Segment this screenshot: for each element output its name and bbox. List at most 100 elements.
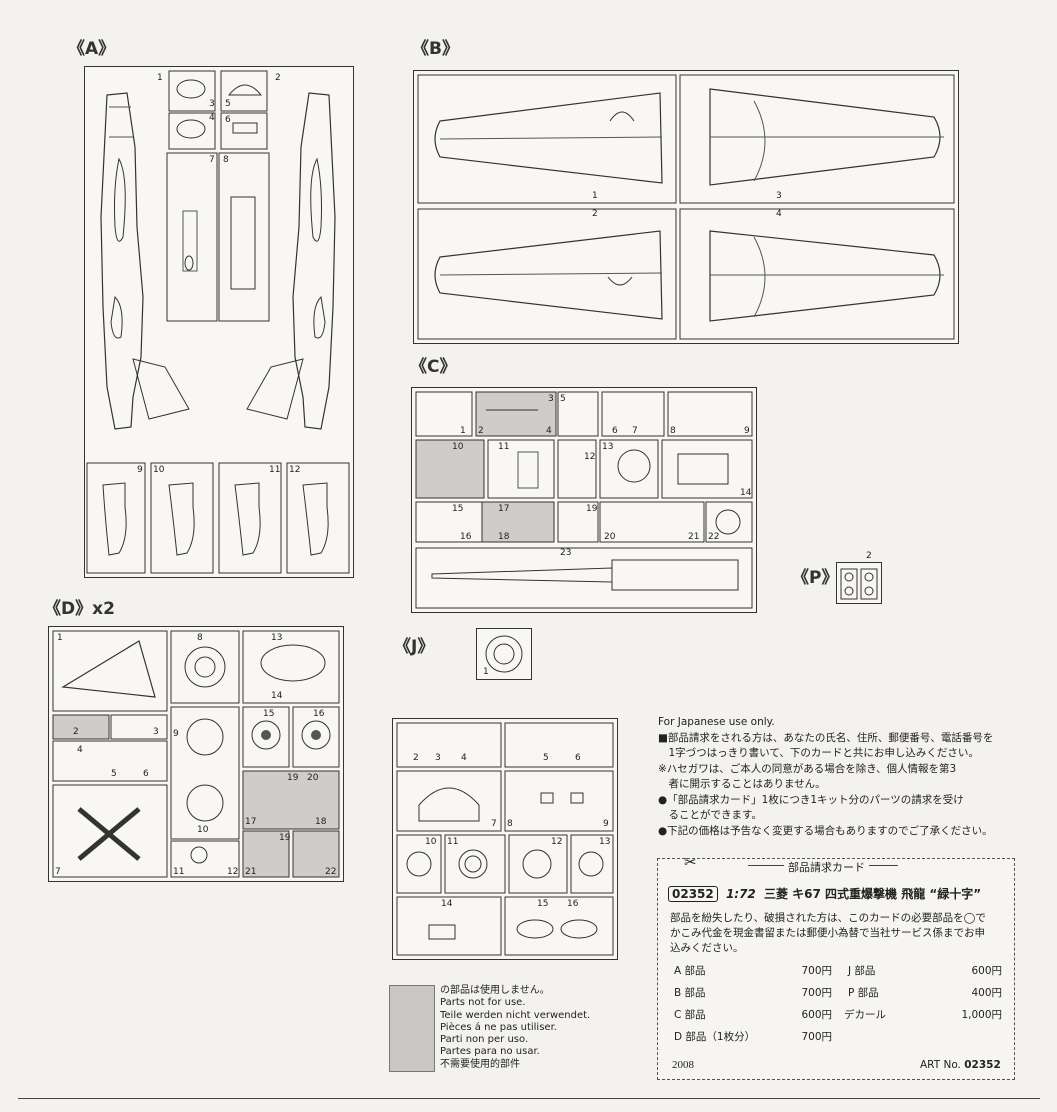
legend-line: Parti non per uso. (440, 1034, 529, 1046)
parts-request-card[interactable]: ✂ 部品請求カード 02352 1:72 三菱 キ67 四式重爆撃機 飛龍 “緑… (657, 853, 1015, 1080)
section-label-c: 《C》 (410, 357, 457, 377)
card-title: 部品請求カード (784, 859, 869, 875)
part-number: 7 (491, 819, 497, 829)
part-number: 1 (57, 633, 63, 643)
part-number: 16 (313, 709, 325, 719)
sprue-j-top-drawing (485, 635, 523, 673)
part-number: 12 (584, 452, 596, 462)
part-number: 1 (460, 426, 466, 436)
part-number: 8 (197, 633, 203, 643)
part-number: 6 (612, 426, 618, 436)
info-line: ※ハセガワは、ご本人の同意がある場合を除き、個人情報を第3 (658, 762, 957, 775)
card-product-line: 02352 1:72 三菱 キ67 四式重爆撃機 飛龍 “緑十字” (668, 885, 981, 902)
card-desc-line: 部品を紛失したり、破損された方は、このカードの必要部品を◯で (670, 912, 986, 924)
part-number: 12 (289, 465, 301, 475)
info-line: ●下記の価格は予告なく変更する場合もありますのでご了承ください。 (658, 824, 993, 837)
part-number: 6 (575, 753, 581, 763)
card-desc-line: かこみ代金を現金書留または郵便小為替で当社サービス係までお申 (670, 927, 985, 939)
part-number: 4 (77, 745, 83, 755)
card-description: 部品を紛失したり、破損された方は、このカードの必要部品を◯で かこみ代金を現金書… (670, 911, 986, 956)
part-number: 4 (209, 113, 215, 123)
part-number: 8 (670, 426, 676, 436)
legend-line: Partes para no usar. (440, 1046, 540, 1058)
unused-parts-swatch (389, 985, 435, 1072)
part-number: 2 (592, 209, 598, 219)
part-number: 17 (245, 817, 257, 827)
sprue-b-frame: 1 2 3 4 (413, 70, 959, 344)
part-number: 1 (157, 73, 163, 83)
part-number: 1 (483, 667, 489, 677)
part-number: 9 (744, 426, 750, 436)
sprue-d-drawing (52, 630, 340, 878)
sprue-b-drawing (417, 74, 955, 340)
card-desc-line: 込みください。 (670, 942, 744, 954)
info-line: ●「部品請求カード」1枚につき1キット分のパーツの請求を受け (658, 793, 964, 806)
bottom-rule (18, 1098, 1040, 1099)
sprue-d-frame: 1 2 3 4 5 6 7 8 9 10 11 12 13 14 15 16 1… (48, 626, 344, 882)
part-number: 3 (209, 99, 215, 109)
section-label-d: 《D》x2 (44, 599, 115, 619)
part-number: 15 (263, 709, 275, 719)
part-number: 10 (197, 825, 209, 835)
sprue-j-top: 1 (476, 628, 532, 680)
info-line: ■部品請求をされる方は、あなたの氏名、住所、郵便番号、電話番号を (658, 731, 994, 744)
part-number: 21 (688, 532, 700, 542)
part-number: 13 (271, 633, 283, 643)
info-line: ることができます。 (658, 809, 762, 821)
card-product-name: 三菱 キ67 四式重爆撃機 飛龍 “緑十字” (763, 887, 982, 901)
info-line: 者に開示することはありません。 (658, 778, 826, 790)
part-number: 5 (560, 394, 566, 404)
info-line: For Japanese use only. (658, 716, 775, 728)
part-number: 19 (586, 504, 598, 514)
section-label-j: 《J》 (394, 637, 435, 657)
part-number: 11 (447, 837, 459, 847)
part-number: 19 (287, 773, 299, 783)
part-number: 2 (73, 727, 79, 737)
section-label-a: 《A》 (68, 39, 116, 59)
price-row-d[interactable]: D 部品（1枚分）700円 (674, 1031, 832, 1043)
part-number: 5 (543, 753, 549, 763)
sprue-p-drawing (840, 568, 878, 600)
scissors-icon: ✂ (684, 853, 697, 871)
legend-line: Parts not for use. (440, 997, 526, 1009)
part-number: 16 (460, 532, 472, 542)
part-number: 8 (223, 155, 229, 165)
part-number: 12 (227, 867, 239, 877)
part-number: 5 (111, 769, 117, 779)
part-number: 7 (209, 155, 215, 165)
card-year: 2008 (672, 1059, 694, 1071)
card-code: 02352 (668, 886, 718, 902)
unused-parts-legend: の部品は使用しません。 Parts not for use. Teile wer… (440, 985, 590, 1071)
part-number: 11 (498, 442, 510, 452)
part-number: 21 (245, 867, 257, 877)
part-number: 13 (602, 442, 614, 452)
part-number: 5 (225, 99, 231, 109)
sprue-j-frame: 2 3 4 5 6 7 8 9 10 11 12 13 14 15 16 (392, 718, 618, 960)
sprue-j-drawing (396, 722, 614, 956)
part-number: 3 (776, 191, 782, 201)
part-number: 1 (592, 191, 598, 201)
part-number: 16 (567, 899, 579, 909)
part-number: 22 (325, 867, 337, 877)
section-label-p: 《P》 (792, 568, 839, 588)
part-number: 14 (441, 899, 453, 909)
part-number: 11 (269, 465, 281, 475)
part-number: 13 (599, 837, 611, 847)
part-number: 23 (560, 548, 572, 558)
part-number: 7 (55, 867, 61, 877)
part-number: 9 (603, 819, 609, 829)
legend-line: の部品は使用しません。 (440, 985, 550, 996)
part-number: 10 (153, 465, 165, 475)
part-number: 18 (498, 532, 510, 542)
sprue-c-frame: 3 1 2 4 5 6 7 8 9 10 11 12 13 14 15 16 1… (411, 387, 757, 613)
sprue-c-drawing (415, 391, 753, 609)
part-number: 17 (498, 504, 510, 514)
card-scale: 1:72 (725, 887, 756, 901)
part-number: 3 (153, 727, 159, 737)
